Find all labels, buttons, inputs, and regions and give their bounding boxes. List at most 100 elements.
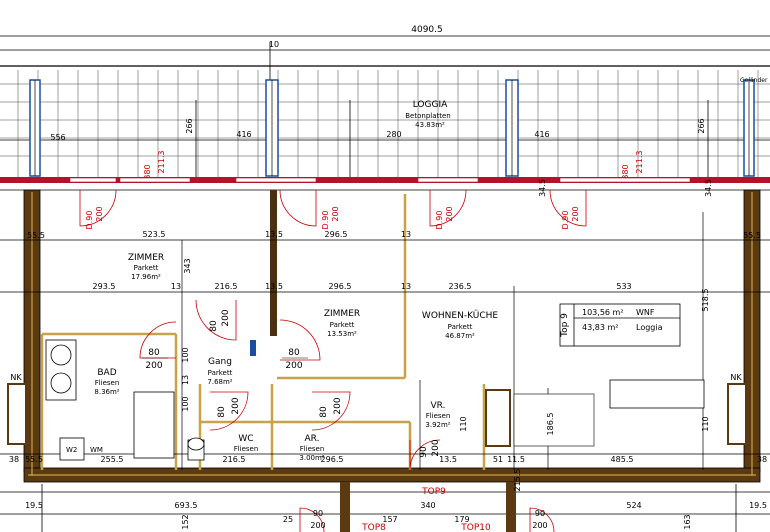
bb-door-200-b: 200 bbox=[532, 521, 547, 530]
entry-door-200: 200 bbox=[431, 439, 441, 456]
bb-dim-25: 25 bbox=[283, 515, 293, 524]
bb-door-90-a: 90 bbox=[313, 509, 323, 518]
b-dim-11: 11.5 bbox=[507, 455, 525, 464]
area-table-row2-value: 43,83 m² bbox=[582, 323, 618, 332]
wc-door-200: 200 bbox=[231, 397, 241, 414]
dim-13b: 13 bbox=[401, 230, 411, 239]
dim-518: 518.5 bbox=[701, 289, 710, 312]
ar-floor: Fliesen bbox=[300, 445, 325, 453]
bath-fixtures bbox=[45, 339, 205, 461]
door-label-4b: 200 bbox=[571, 206, 580, 221]
doors bbox=[79, 189, 587, 471]
ar-name: AR. bbox=[305, 434, 320, 444]
interior-door-labels: 80 200 80 200 80 200 80 200 80 200 90 20… bbox=[142, 309, 441, 458]
door-label-1b: 200 bbox=[95, 206, 104, 221]
dim-100a: 100 bbox=[181, 347, 190, 362]
loggia-posts bbox=[29, 79, 755, 177]
dim-55-left: 55.5 bbox=[27, 231, 45, 240]
dim-55-right: 55.5 bbox=[743, 231, 761, 240]
wc-door-80: 80 bbox=[217, 406, 227, 418]
facade-window-d bbox=[417, 177, 479, 183]
b-dim-13: 13.5 bbox=[439, 455, 457, 464]
dim-186: 186.5 bbox=[546, 413, 555, 436]
electric-meter bbox=[250, 340, 256, 356]
door-label-1: D.90 bbox=[85, 211, 94, 230]
zimmer-door-200: 200 bbox=[285, 361, 302, 371]
nk-right: NK bbox=[730, 373, 742, 382]
room-labels: ZIMMER Parkett 17.96m² ZIMMER Parkett 13… bbox=[94, 253, 498, 462]
door-label-2b: 200 bbox=[331, 206, 340, 221]
area-table: Top 9 103,56 m² WNF 43,83 m² Loggia bbox=[559, 303, 681, 347]
loggia-area: 43.83m² bbox=[415, 121, 445, 129]
interior-walls-dark bbox=[270, 190, 277, 336]
dim-13f: 13 bbox=[181, 375, 190, 385]
dim-13e: 13 bbox=[401, 282, 411, 291]
loggia-grid bbox=[0, 70, 770, 178]
door-label-3b: 200 bbox=[445, 206, 454, 221]
dim-110: 110 bbox=[459, 416, 468, 431]
bb-dim-340: 340 bbox=[420, 501, 435, 510]
bad-floor: Fliesen bbox=[95, 379, 120, 387]
facade-wall bbox=[0, 177, 770, 183]
nk-left: NK bbox=[10, 373, 22, 382]
dim-216-top: 216.5 bbox=[215, 282, 238, 291]
area-table-row2-label: Loggia bbox=[636, 323, 663, 332]
bb-dim-215: 215.5 bbox=[513, 469, 522, 492]
bad-name: BAD bbox=[97, 368, 116, 378]
dim-296-top: 296.5 bbox=[325, 230, 348, 239]
zimmer2-area: 13.53m² bbox=[327, 330, 357, 338]
vr-area: 3.92m² bbox=[425, 421, 450, 429]
loggia-dim-416-left: 416 bbox=[236, 130, 251, 139]
zimmer1-floor: Parkett bbox=[134, 264, 159, 272]
unit-labels: TOP9 TOP8 TOP10 bbox=[361, 487, 491, 532]
bb-door-200-a: 200 bbox=[310, 521, 325, 530]
door-label-2: D.90 bbox=[321, 211, 330, 230]
window-dim-211-right: 211.3 bbox=[635, 151, 644, 174]
loggia-floor-type: Betonplatten bbox=[405, 112, 450, 120]
gang-door-80: 80 bbox=[209, 320, 219, 332]
bottom-doors bbox=[299, 507, 555, 532]
wk-floor: Parkett bbox=[448, 323, 473, 331]
door-label-3: D.90 bbox=[435, 211, 444, 230]
top-offset-dimension: 10 bbox=[269, 40, 279, 49]
bb-dim-163: 163 bbox=[683, 514, 692, 529]
b-dim-38-left: 38 bbox=[9, 455, 19, 464]
bottom-inner-dimensions: 38 55.5 255.5 216.5 296.5 13.5 51 11.5 4… bbox=[9, 455, 767, 464]
overall-width-dimension: 4090.5 bbox=[411, 25, 443, 35]
window-dim-211-left: 211.3 bbox=[157, 151, 166, 174]
facade-window-e bbox=[559, 177, 691, 183]
window-dim-380-right: 380 bbox=[621, 164, 630, 179]
bb-dim-19-right: 19.5 bbox=[749, 501, 767, 510]
vr-name: VR. bbox=[431, 401, 446, 411]
ar-area: 3.00m² bbox=[299, 454, 324, 462]
b-dim-296: 296.5 bbox=[321, 455, 344, 464]
facade-window-a bbox=[69, 177, 117, 183]
dim-110-right: 110 bbox=[701, 416, 710, 431]
dim-13d: 13.5 bbox=[265, 282, 283, 291]
bb-dim-157: 157 bbox=[382, 515, 397, 524]
area-table-unit: Top 9 bbox=[560, 313, 570, 338]
dim-296-mid: 296.5 bbox=[329, 282, 352, 291]
gang-floor: Parkett bbox=[208, 369, 233, 377]
zimmer2-floor: Parkett bbox=[330, 321, 355, 329]
loggia-room-name: LOGGIA bbox=[413, 100, 448, 110]
area-table-row1-label: WNF bbox=[636, 308, 655, 317]
wk-name: WOHNEN-KÜCHE bbox=[422, 310, 498, 321]
vr-floor: Fliesen bbox=[426, 412, 451, 420]
b-dim-38-right: 38 bbox=[757, 455, 767, 464]
bb-dim-152: 152 bbox=[181, 514, 190, 529]
loggia-dimension-ticks bbox=[195, 100, 709, 180]
facade-window-c bbox=[235, 177, 317, 183]
b-dim-485: 485.5 bbox=[611, 455, 634, 464]
washer-label-wm: WM bbox=[90, 446, 103, 454]
unit-label-top10: TOP10 bbox=[460, 523, 491, 532]
bad-area: 8.36m² bbox=[94, 388, 119, 396]
dim-523: 523.5 bbox=[143, 230, 166, 239]
bottom-walls bbox=[340, 482, 516, 532]
area-table-row1-value: 103,56 m² bbox=[582, 308, 624, 317]
b-dim-51: 51 bbox=[493, 455, 503, 464]
dim-236: 236.5 bbox=[449, 282, 472, 291]
washer-label-w2: W2 bbox=[66, 446, 77, 454]
dim-13a: 13.5 bbox=[265, 230, 283, 239]
